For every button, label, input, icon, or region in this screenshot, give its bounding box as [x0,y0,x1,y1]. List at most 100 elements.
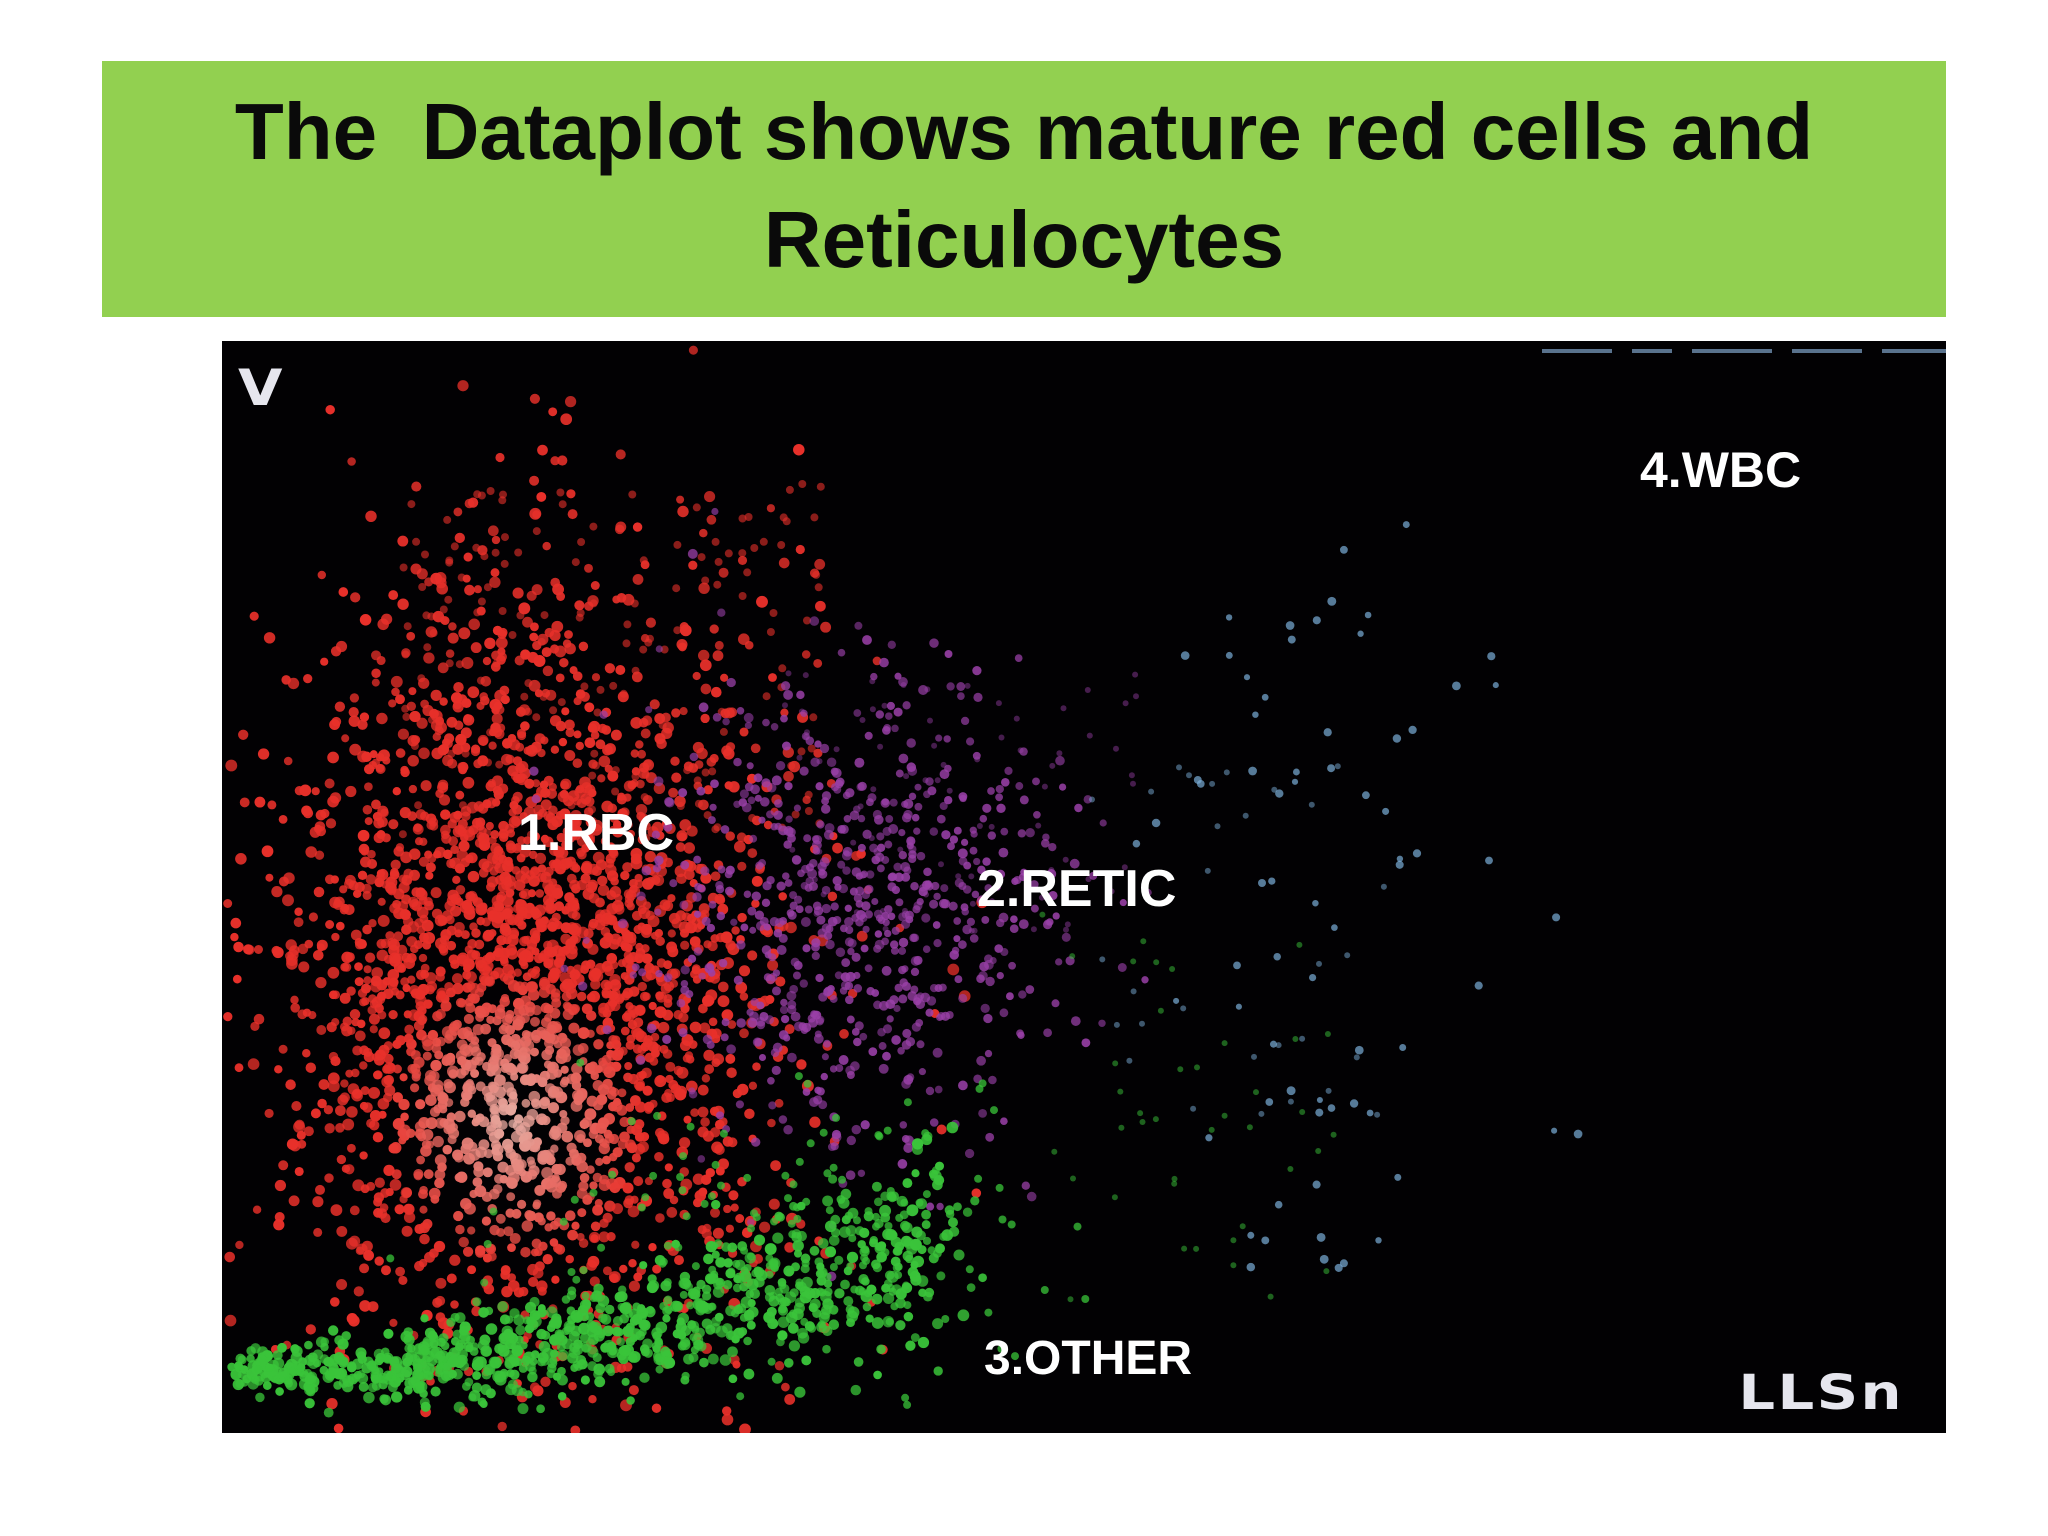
rbc-point [419,1233,430,1245]
rbc-point [489,1055,499,1065]
other-point [323,1407,334,1418]
rbc-point [784,1242,795,1253]
retic-point [635,1055,646,1065]
rbc-point [782,517,791,526]
rbc-point [223,899,233,908]
other-point [412,1381,425,1394]
rbc-point [586,1259,598,1271]
retic-point [876,864,885,873]
rbc-point [590,1234,599,1243]
rbc-point [572,758,583,769]
retic-point [857,1169,866,1178]
other-point [863,1289,872,1298]
rbc-point [520,721,530,731]
rbc-point [455,1224,465,1235]
rbc-point [529,622,539,632]
other-point [817,1320,826,1329]
rbc-point [459,1044,471,1056]
other-point [895,1288,907,1300]
rbc-point [506,1192,516,1202]
retic-point [871,989,880,997]
rbc-point [597,774,606,783]
retic-point [762,718,770,727]
rbc-point [623,889,634,899]
other-point [688,1320,700,1332]
rbc-point [362,924,372,935]
rbc-point [413,940,423,950]
other-point [680,1375,690,1385]
rbc-point [368,1013,380,1025]
rbc-point [632,573,644,585]
retic-point [694,882,703,891]
rbc-point [537,864,547,873]
rbc-point [442,1144,453,1155]
retic-point [966,917,976,927]
other-point [682,1212,691,1221]
rbc-point [590,979,601,990]
retic-point [931,742,938,749]
retic-point [898,828,906,837]
other-point [518,1363,528,1373]
retic-point [906,1073,915,1082]
rbc-point [602,1212,613,1223]
retic-point [925,1086,935,1096]
retic-point [1000,827,1009,836]
rbc-point [401,1187,413,1198]
rbc-point [505,888,515,898]
rbc-point [732,1360,741,1369]
rbc-point [345,785,357,798]
other-point [435,1369,444,1378]
retic-point [755,861,764,870]
rbc-point [439,697,448,706]
rbc-point [457,1055,467,1066]
rbc-point [481,860,494,873]
retic-point [814,1030,822,1038]
retic-point [860,944,869,953]
other-point [347,1361,357,1371]
other-point [561,1295,571,1304]
wbc-point [1285,621,1295,630]
rbc-point [645,617,656,628]
retic-point [754,794,762,802]
rbc-point [422,940,432,950]
retic-point [1042,833,1050,841]
rbc-point [552,858,562,869]
rbc-point [710,1207,720,1218]
retic-point [770,1048,780,1058]
rbc-point [747,950,758,961]
rbc-point [796,1059,807,1070]
rbc-point [291,1101,302,1112]
other-point [707,1192,716,1201]
retic-point [958,993,968,1003]
retic-point [776,945,787,955]
retic-point [969,900,976,907]
retic-point [790,1011,801,1022]
rbc-point [785,921,797,934]
retic-point [617,918,628,929]
wbc-point [1366,1109,1374,1117]
wbc-point [1339,1259,1348,1268]
rbc-point [430,689,442,702]
retic-point [913,955,923,965]
rbc-point [412,823,424,835]
retic-point [1046,868,1057,879]
retic-point [810,757,820,767]
retic-point [846,1135,857,1146]
wbc-point [1452,681,1461,691]
rbc-point [747,848,758,858]
rbc-point [421,1035,434,1047]
rbc-point [766,504,776,513]
retic-point [802,672,809,679]
rbc-point [605,864,617,876]
rbc-point [485,821,494,831]
rbc-point [795,544,805,555]
wbc-point [1551,1127,1558,1134]
rbc-point [285,1079,296,1090]
retic-point [823,986,834,997]
retic-point [782,872,790,880]
rbc-point [767,959,779,971]
rbc-point [743,568,752,577]
rbc-point [565,1210,576,1221]
rbc-point [480,552,489,561]
other-point [567,1268,576,1276]
